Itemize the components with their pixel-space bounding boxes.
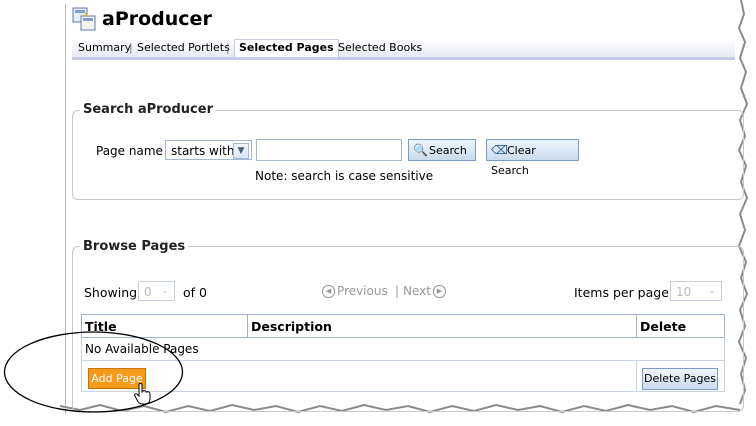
search-fieldset: [72, 110, 744, 200]
clear-search-icon: ⌫: [491, 143, 508, 157]
next-link[interactable]: Next▶: [403, 284, 448, 298]
column-header-delete: Delete: [636, 314, 725, 338]
delete-pages-button[interactable]: Delete Pages: [642, 368, 718, 390]
match-mode-value: starts with: [171, 144, 235, 158]
search-input[interactable]: [256, 139, 402, 161]
tab-selected-pages[interactable]: Selected Pages: [234, 39, 339, 57]
pages-table: Title Description Delete No Available Pa…: [81, 314, 725, 392]
magnifier-icon: 🔍: [413, 143, 428, 157]
pager-separator: |: [395, 284, 400, 298]
table-header-row: Title Description Delete: [81, 314, 725, 338]
total-count-label: of 0: [183, 285, 207, 300]
clear-search-button[interactable]: ⌫Clear Search: [486, 139, 579, 177]
page-name-label: Page name: [96, 144, 163, 158]
items-per-page-select[interactable]: 10 ⌄: [670, 281, 722, 301]
tab-separator: |: [129, 41, 133, 54]
tab-bar: Summary | Selected Portlets | Selected P…: [72, 39, 735, 60]
previous-link[interactable]: ◀Previous: [320, 284, 388, 298]
chevron-down-icon: ⌄: [161, 286, 169, 296]
tab-selected-books[interactable]: Selected Books: [338, 41, 423, 54]
showing-select[interactable]: 0 ⌄: [138, 281, 175, 301]
tab-separator: |: [226, 41, 230, 54]
match-mode-select[interactable]: starts with ▼: [165, 140, 252, 160]
items-per-page-label: Items per page: [574, 285, 669, 300]
add-page-button[interactable]: Add Page: [88, 368, 146, 389]
search-note: Note: search is case sensitive: [255, 169, 434, 183]
search-legend: Search aProducer: [80, 102, 216, 117]
app-title: aProducer: [102, 8, 212, 30]
highlight-oval: [3, 331, 184, 413]
tab-selected-portlets[interactable]: Selected Portlets: [137, 41, 230, 54]
browse-legend: Browse Pages: [80, 239, 189, 254]
search-button[interactable]: 🔍Search: [408, 139, 476, 161]
portal-app-icon: [72, 7, 96, 31]
arrow-left-icon: ◀: [322, 285, 335, 298]
browse-fieldset: [72, 246, 744, 412]
tab-summary[interactable]: Summary: [78, 41, 132, 54]
chevron-down-icon: ▼: [233, 143, 249, 159]
hand-cursor-icon: [134, 383, 151, 405]
showing-label: Showing: [84, 285, 138, 300]
chevron-down-icon: ⌄: [708, 286, 716, 296]
arrow-right-icon: ▶: [432, 285, 446, 298]
torn-edge-right: [735, 0, 749, 426]
column-header-description[interactable]: Description: [247, 314, 637, 338]
